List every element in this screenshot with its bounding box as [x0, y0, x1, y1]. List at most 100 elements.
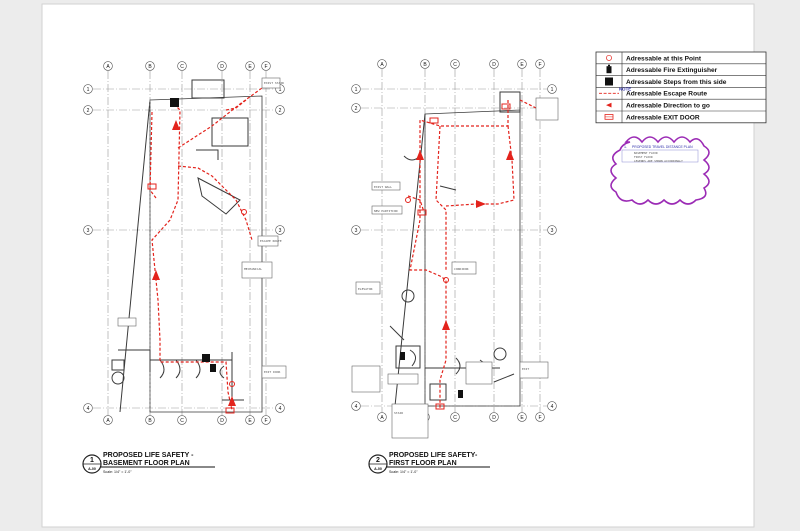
grid-row-label: 1: [551, 87, 554, 93]
basement-tag-text: EXIST STAIR ESCAPE ROUTE MECHANICAL EXIT…: [244, 81, 284, 374]
exit-door-icon: [435, 403, 445, 410]
grid-row-bubble: [547, 84, 557, 94]
plan-title: PROPOSED LIFE SAFETY -: [103, 452, 194, 459]
grid-row-label: 1: [279, 87, 282, 93]
grid-row-label: 4: [355, 404, 358, 410]
plan-scale: Scale: 1/4" = 1'-0": [389, 470, 418, 474]
grid-column-label: F: [264, 64, 267, 70]
plan-sheet-ref: A-00: [374, 467, 382, 471]
grid-column-label: F: [264, 418, 267, 424]
grid-row-bubble: [275, 225, 285, 235]
legend-note-tag: NOTE: [619, 86, 631, 91]
steps-square-icon: [605, 77, 613, 86]
grid-row-bubble: [83, 84, 93, 94]
plan-sheet-ref: A-00: [88, 467, 96, 471]
exit-door-icon: [225, 407, 235, 414]
grid-column-bubble: [177, 61, 187, 71]
first-floor-symbols: [400, 103, 514, 410]
grid-column-bubble: [177, 415, 187, 425]
grid-row-label: 4: [279, 406, 282, 412]
grid-column-label: E: [248, 64, 252, 70]
grid-row-label: 2: [87, 108, 90, 114]
grid-row-label: 4: [87, 406, 90, 412]
basement-callout-tags: [117, 77, 287, 379]
exit-door-icon: [147, 183, 157, 190]
svg-text:CORRIDOR: CORRIDOR: [454, 267, 469, 271]
fire-extinguisher-icon: [458, 390, 463, 398]
exit-door-icon: [429, 117, 439, 124]
grid-column-bubble: [145, 61, 155, 71]
steps-square-icon: [170, 98, 179, 107]
plan-number: 2: [376, 457, 380, 464]
grid-column-bubble: [245, 61, 255, 71]
fire-extinguisher-icon: [210, 364, 216, 372]
basement-symbols: [147, 98, 247, 414]
circle-marker-icon: [443, 277, 449, 283]
cloud-note-line: BASEMENT FLOOR: [634, 151, 658, 155]
grid-column-bubble: [103, 415, 113, 425]
grid-column-bubble: [517, 412, 527, 422]
grid-column-bubble: [450, 412, 460, 422]
grid-column-label: F: [538, 415, 541, 421]
grid-row-bubble: [351, 225, 361, 235]
revision-cloud-note: 1. PROPOSED TRAVEL DISTANCE PLAN BASEMEN…: [610, 136, 710, 205]
grid-column-bubble: [489, 412, 499, 422]
legend-item-label: Adressable Steps from this side: [626, 79, 727, 86]
grid-column-bubble: [377, 412, 387, 422]
grid-column-bubble: [245, 415, 255, 425]
steps-square-icon: [202, 354, 210, 362]
fire-extinguisher-icon: [400, 352, 405, 360]
grid-row-label: 3: [87, 228, 90, 234]
grid-row-bubble: [83, 403, 93, 413]
grid-row-bubble: [83, 105, 93, 115]
svg-text:ELEVATOR: ELEVATOR: [358, 287, 373, 291]
plan-title: BASEMENT FLOOR PLAN: [103, 460, 190, 467]
grid-column-label: A: [380, 415, 384, 421]
grid-row-bubble: [351, 401, 361, 411]
grid-column-bubble: [489, 59, 499, 69]
grid-column-bubble: [420, 59, 430, 69]
direction-arrow-icon: [506, 150, 514, 160]
grid-column-label: A: [106, 418, 110, 424]
plan-number: 1: [90, 457, 94, 464]
grid-column-bubble: [145, 415, 155, 425]
grid-row-label: 2: [355, 106, 358, 112]
grid-column-bubble: [217, 415, 227, 425]
svg-text:EXIT DOOR: EXIT DOOR: [264, 370, 280, 374]
grid-column-bubble: [261, 415, 271, 425]
grid-column-label: D: [220, 418, 224, 424]
grid-column-label: C: [180, 64, 184, 70]
grid-column-label: B: [148, 418, 152, 424]
grid-row-bubble: [351, 84, 361, 94]
grid-column-bubble: [535, 412, 545, 422]
grid-column-label: A: [106, 64, 110, 70]
grid-column-bubble: [261, 61, 271, 71]
grid-column-label: E: [520, 62, 524, 68]
grid-column-bubble: [377, 59, 387, 69]
direction-arrow-icon: [416, 150, 424, 160]
plan-title: PROPOSED LIFE SAFETY-: [389, 452, 478, 459]
grid-row-bubble: [83, 225, 93, 235]
exit-door-icon: [604, 114, 614, 120]
svg-text:STAIR: STAIR: [394, 411, 403, 415]
circle-marker-icon: [229, 381, 235, 387]
legend-item-label: Adressable at this Point: [626, 55, 702, 62]
grid-column-label: E: [248, 418, 252, 424]
grid-column-label: D: [492, 62, 496, 68]
revision-cloud: [610, 136, 710, 205]
grid-column-label: C: [180, 418, 184, 424]
first-floor-plan-title-block: 2 A-00 PROPOSED LIFE SAFETY- FIRST FLOOR…: [368, 452, 490, 474]
grid-column-label: B: [423, 62, 427, 68]
direction-arrow-icon: [476, 200, 486, 208]
grid-column-bubble: [450, 59, 460, 69]
cloud-note-line: LEGENDS ARE SHOWN ACCORDINGLY: [634, 159, 683, 163]
grid-column-label: D: [220, 64, 224, 70]
grid-column-label: A: [380, 62, 384, 68]
circle-marker-icon: [241, 209, 247, 215]
svg-text:ESCAPE ROUTE: ESCAPE ROUTE: [260, 239, 282, 243]
grid-row-label: 1: [355, 87, 358, 93]
cloud-note-number: 1.: [624, 145, 627, 149]
grid-row-bubble: [547, 225, 557, 235]
